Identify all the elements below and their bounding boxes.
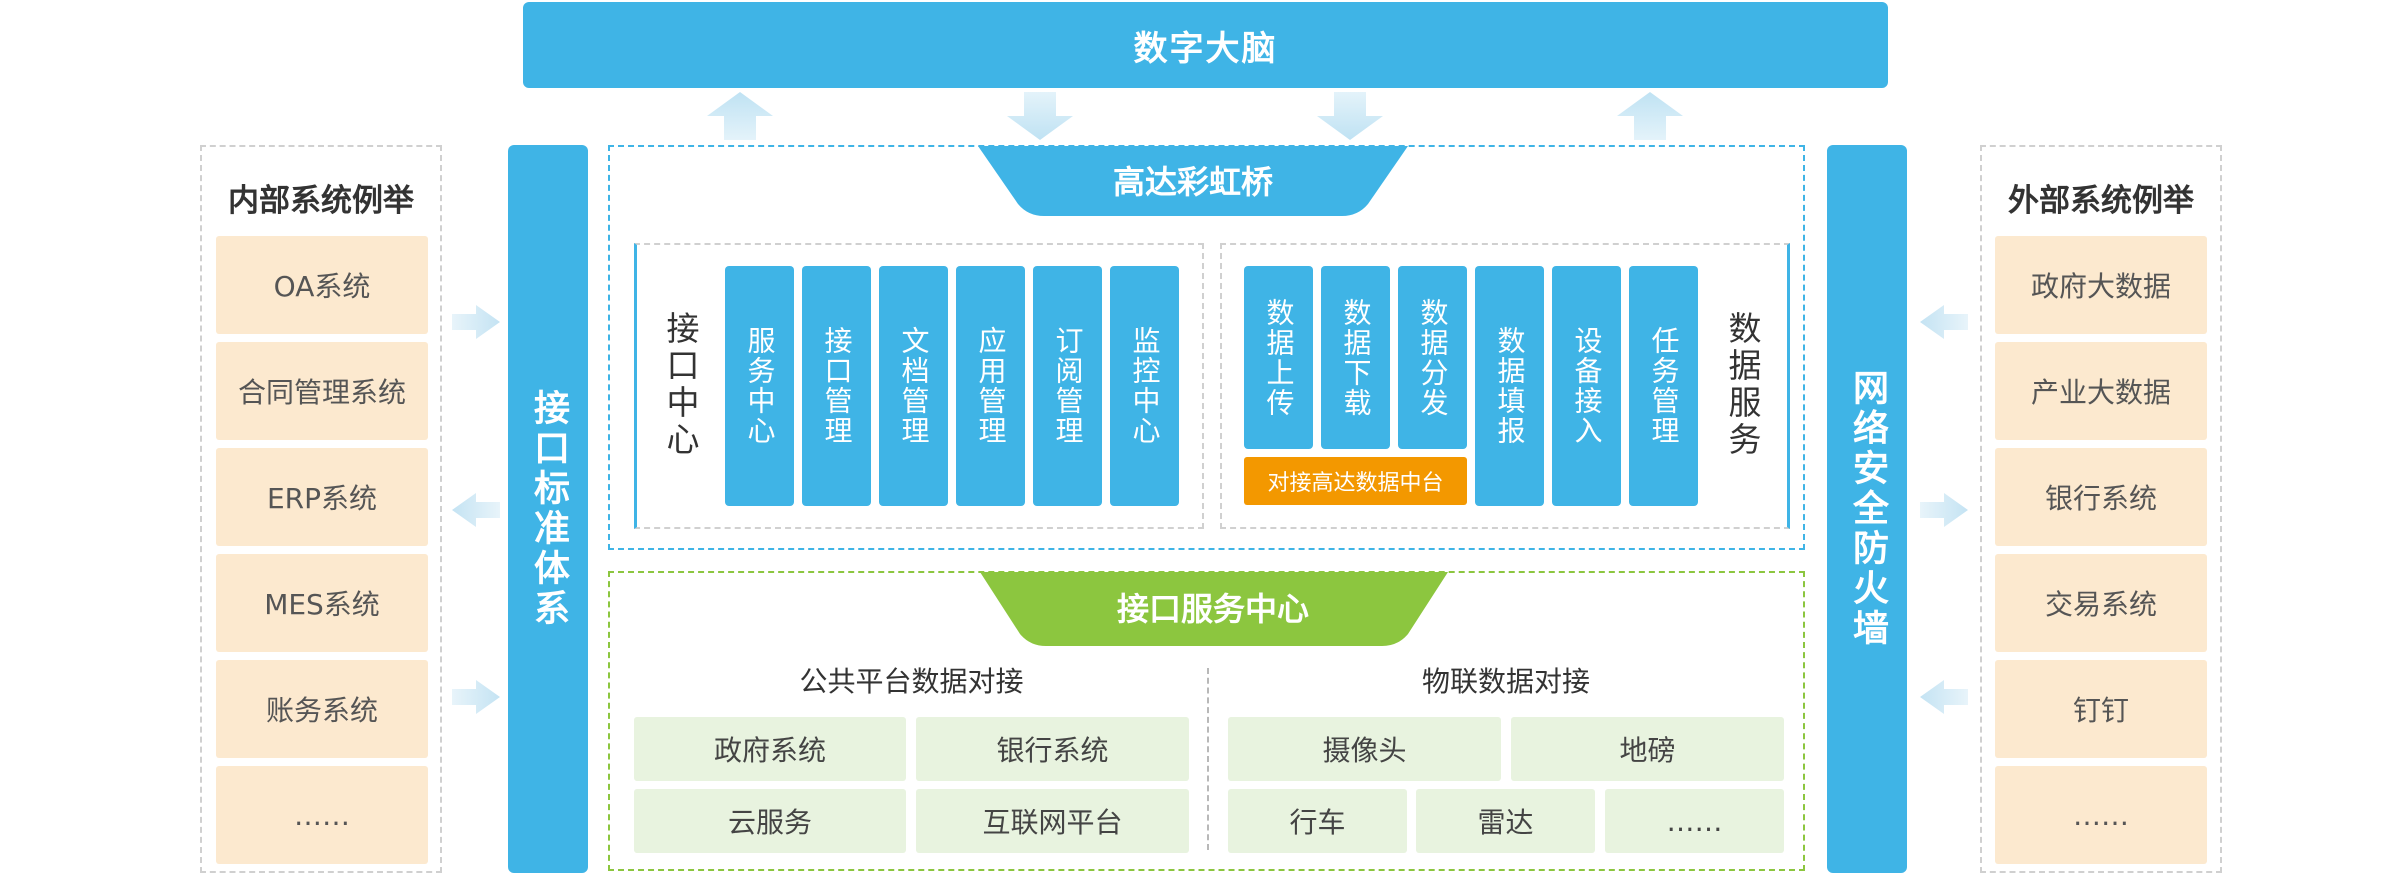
rainbow-bridge-title: 高达彩虹桥	[1112, 163, 1273, 201]
external-item: ……	[1995, 766, 2207, 864]
interface-tile: 应用管理	[956, 266, 1025, 506]
interface-standard-bar: 接口标准体系	[508, 145, 588, 873]
public-platform-item: 互联网平台	[916, 789, 1189, 853]
up-arrow-2	[1617, 92, 1683, 140]
data-service-tile: 数据分发	[1398, 266, 1467, 449]
internal-item: ERP系统	[216, 448, 428, 546]
iot-title: 物联数据对接	[1421, 665, 1590, 698]
external-item: 交易系统	[1995, 554, 2207, 652]
right-arrow-r2	[1920, 493, 1968, 527]
interface-tile: 服务中心	[725, 266, 794, 506]
network-firewall-bar: 网络安全防火墙	[1827, 145, 1907, 873]
public-platform-title: 公共平台数据对接	[799, 665, 1024, 698]
internal-systems-title: 内部系统例举	[228, 182, 414, 219]
left-arrow-l2	[452, 493, 500, 527]
external-systems-panel: 外部系统例举	[1980, 145, 2222, 873]
data-service-tile: 任务管理	[1629, 266, 1698, 506]
interface-service-center-title: 接口服务中心	[1116, 590, 1309, 628]
external-item: 银行系统	[1995, 448, 2207, 546]
network-firewall-label: 网络安全防火墙	[1847, 369, 1888, 649]
interface-standard-label: 接口标准体系	[528, 389, 569, 629]
interface-center-label: 接口中心	[661, 311, 700, 459]
down-arrow-2	[1317, 92, 1383, 140]
digital-brain-bar: 数字大脑	[523, 2, 1888, 88]
iot-item: 地磅	[1511, 717, 1784, 781]
internal-item: OA系统	[216, 236, 428, 334]
data-service-tile: 数据上传	[1244, 266, 1313, 449]
down-arrow-1	[1007, 92, 1073, 140]
data-service-tile: 设备接入	[1552, 266, 1621, 506]
public-platform-item: 云服务	[634, 789, 906, 853]
digital-brain-title: 数字大脑	[1133, 28, 1278, 69]
data-service-tile: 数据填报	[1475, 266, 1544, 506]
data-service-tile: 数据下载	[1321, 266, 1390, 449]
external-systems-title: 外部系统例举	[2008, 182, 2194, 219]
iot-item: ……	[1605, 789, 1784, 853]
interface-tile: 订阅管理	[1033, 266, 1102, 506]
interface-tile: 文档管理	[879, 266, 948, 506]
left-arrow-r1	[1920, 305, 1968, 339]
data-service-label: 数据服务	[1723, 311, 1762, 459]
right-arrow-l3	[452, 680, 500, 714]
iot-item: 行车	[1228, 789, 1407, 853]
data-platform-badge: 对接高达数据中台	[1244, 457, 1467, 505]
internal-item: MES系统	[216, 554, 428, 652]
right-arrow-l1	[452, 305, 500, 339]
external-item: 钉钉	[1995, 660, 2207, 758]
internal-item: ……	[216, 766, 428, 864]
iot-item: 雷达	[1416, 789, 1595, 853]
interface-service-center-box	[608, 571, 1805, 871]
data-service-box	[1220, 243, 1790, 529]
left-arrow-r3	[1920, 680, 1968, 714]
internal-item: 账务系统	[216, 660, 428, 758]
interface-tile: 监控中心	[1110, 266, 1179, 506]
external-item: 政府大数据	[1995, 236, 2207, 334]
green-divider	[1207, 668, 1209, 850]
up-arrow-1	[707, 92, 773, 140]
internal-systems-panel: 内部系统例举	[200, 145, 442, 873]
external-item: 产业大数据	[1995, 342, 2207, 440]
iot-item: 摄像头	[1228, 717, 1501, 781]
public-platform-item: 政府系统	[634, 717, 906, 781]
internal-item: 合同管理系统	[216, 342, 428, 440]
public-platform-item: 银行系统	[916, 717, 1189, 781]
interface-tile: 接口管理	[802, 266, 871, 506]
interface-center-box	[634, 243, 1204, 529]
